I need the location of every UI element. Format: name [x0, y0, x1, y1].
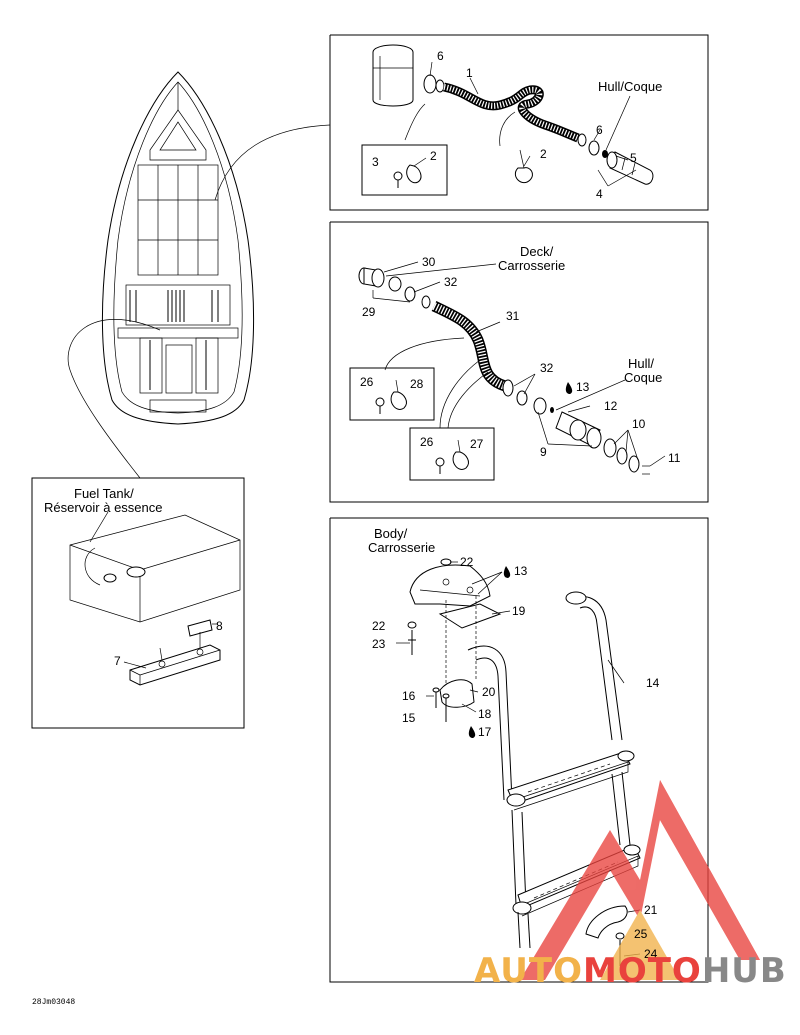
callout-2-box: 2	[430, 149, 437, 163]
watermark-logo	[520, 780, 760, 980]
hull-label-2: Coque	[624, 370, 662, 385]
deck-hull-hose-assembly	[349, 261, 666, 481]
callout-4: 4	[596, 187, 603, 201]
callout-14: 14	[646, 676, 660, 690]
callout-2-right: 2	[540, 147, 547, 161]
callout-17: 17	[478, 725, 492, 739]
callout-labels: 6 1 Hull/Coque 6 2 5 4 3 2 Deck/ Carross…	[32, 49, 787, 1007]
callout-29: 29	[362, 305, 376, 319]
callout-12: 12	[604, 399, 618, 413]
callout-23: 23	[372, 637, 386, 651]
callout-1: 1	[466, 66, 473, 80]
fuel-tank-label-1: Fuel Tank/	[74, 486, 134, 501]
callout-31: 31	[506, 309, 520, 323]
watermark-hub: HUB	[702, 951, 787, 991]
body-label-2: Carrosserie	[368, 540, 435, 555]
callout-16: 16	[402, 689, 416, 703]
callout-15: 15	[402, 711, 416, 725]
callout-18: 18	[478, 707, 492, 721]
callout-8: 8	[216, 619, 223, 633]
callout-13-top: 13	[514, 564, 528, 578]
panel-frames	[31, 34, 709, 983]
callout-32-top: 32	[444, 275, 458, 289]
drawing-code: 28Jm03048	[32, 998, 75, 1007]
hatch-lines	[129, 290, 219, 322]
callout-7: 7	[114, 654, 121, 668]
callout-5: 5	[630, 151, 637, 165]
callout-10: 10	[632, 417, 646, 431]
callout-25: 25	[634, 927, 648, 941]
callout-13-mid: 13	[576, 380, 590, 394]
callout-9: 9	[540, 445, 547, 459]
body-label-1: Body/	[374, 526, 408, 541]
hull-coque-label: Hull/Coque	[598, 79, 662, 94]
boarding-ladder-assembly	[396, 382, 641, 966]
deck-label-1: Deck/	[520, 244, 554, 259]
hull-vent-assembly	[361, 44, 654, 196]
callout-20: 20	[482, 685, 496, 699]
callout-26-a: 26	[360, 375, 374, 389]
watermark-auto: AUTO	[474, 951, 583, 991]
callout-6-top: 6	[437, 49, 444, 63]
callout-30: 30	[422, 255, 436, 269]
deck-label-2: Carrosserie	[498, 258, 565, 273]
callout-19: 19	[512, 604, 526, 618]
hull-label-1: Hull/	[628, 356, 654, 371]
callout-6-right: 6	[596, 123, 603, 137]
watercraft-top-view	[67, 71, 331, 479]
fuel-tank-label-2: Réservoir à essence	[44, 500, 163, 515]
callout-21: 21	[644, 903, 658, 917]
callout-24: 24	[644, 947, 658, 961]
callout-28: 28	[410, 377, 424, 391]
callout-32-mid: 32	[540, 361, 554, 375]
callout-26-b: 26	[420, 435, 434, 449]
callout-22-top: 22	[460, 555, 474, 569]
callout-11: 11	[668, 451, 681, 465]
fuel-tank-assembly	[69, 511, 241, 686]
callout-3: 3	[372, 155, 379, 169]
watermark-text: AUTOMOTOHUB	[474, 951, 787, 991]
watermark-moto: MOTO	[583, 951, 702, 991]
callout-22-left: 22	[372, 619, 386, 633]
callout-27: 27	[470, 437, 484, 451]
